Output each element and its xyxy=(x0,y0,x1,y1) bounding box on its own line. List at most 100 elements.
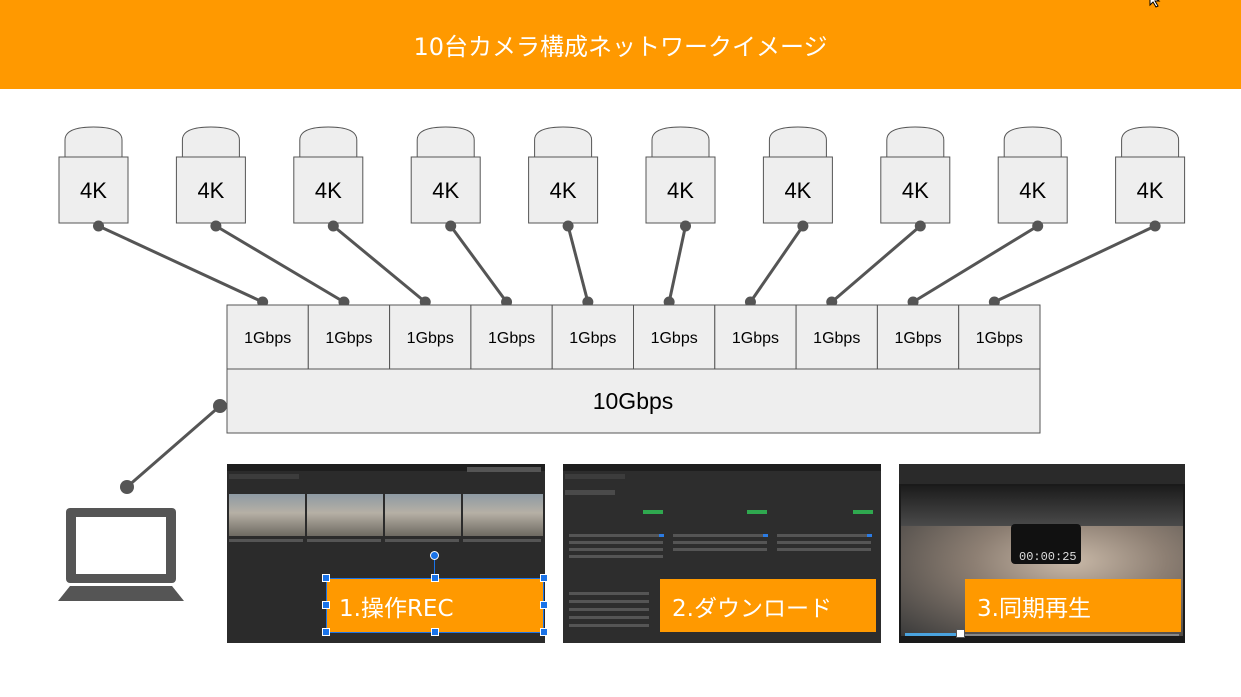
port-cell xyxy=(633,304,716,370)
resize-handle-bottom[interactable] xyxy=(431,628,439,636)
link-dot-camera xyxy=(1032,220,1044,232)
camera-body xyxy=(997,156,1068,224)
link-line xyxy=(215,224,345,304)
player-titlebar xyxy=(899,464,1185,484)
camera-lens-cap xyxy=(768,126,827,158)
port-label: 1Gbps xyxy=(651,330,698,347)
resize-handle-top-right[interactable] xyxy=(540,574,548,582)
download-icon xyxy=(763,534,768,537)
port-cell xyxy=(307,304,391,370)
camera-link-1 xyxy=(93,220,269,308)
camera-body xyxy=(175,156,246,224)
phone-in-video xyxy=(1011,524,1081,564)
port-label: 1Gbps xyxy=(976,330,1023,347)
port-cell xyxy=(876,304,960,370)
resize-handle-bottom-right[interactable] xyxy=(540,628,548,636)
status-badge xyxy=(747,510,767,514)
file-row xyxy=(569,541,663,544)
port-cell xyxy=(551,304,635,370)
selection-frame xyxy=(326,578,544,633)
camera-label: 4K xyxy=(667,178,694,203)
camera-lens-cap xyxy=(534,126,593,158)
progress-slider-handle[interactable] xyxy=(955,629,965,638)
link-line xyxy=(667,225,687,303)
resize-handle-bottom-left[interactable] xyxy=(322,628,330,636)
resize-handle-left[interactable] xyxy=(322,601,330,609)
link-dot-camera xyxy=(914,220,926,232)
camera-link-8 xyxy=(826,220,926,308)
port-8: 1Gbps xyxy=(795,304,878,370)
camera-label: 4K xyxy=(550,178,577,203)
camera-lens-cap xyxy=(651,126,710,158)
camera-link-2 xyxy=(210,220,350,308)
video-preview-4 xyxy=(463,494,543,536)
camera-lens-cap xyxy=(886,126,945,158)
port-label: 1Gbps xyxy=(488,330,535,347)
window-titlebar xyxy=(227,464,545,471)
camera-link-6 xyxy=(663,220,691,308)
file-row xyxy=(569,555,663,558)
camera-link-4 xyxy=(445,220,513,308)
resize-handle-right[interactable] xyxy=(540,601,548,609)
camera-link-3 xyxy=(327,220,431,308)
port-label: 1Gbps xyxy=(732,330,779,347)
link-dot-camera xyxy=(1149,220,1161,232)
computer-link xyxy=(58,399,227,601)
video-preview-2 xyxy=(307,494,383,536)
link-dot-camera xyxy=(210,220,222,232)
download-icon xyxy=(659,534,664,537)
window-titlebar xyxy=(563,464,881,471)
file-row xyxy=(569,624,649,627)
camera-info-row xyxy=(229,539,303,542)
resize-handle-top[interactable] xyxy=(431,574,439,582)
rotation-handle[interactable] xyxy=(430,551,439,560)
camera-10: 4K xyxy=(1115,126,1186,224)
link-line xyxy=(566,225,590,303)
label-download[interactable]: 2.ダウンロード xyxy=(660,579,876,632)
link-dot-camera xyxy=(327,220,339,232)
camera-4: 4K xyxy=(410,126,481,224)
camera-link-9 xyxy=(907,220,1044,308)
camera-info-row xyxy=(463,539,541,542)
progress-fill xyxy=(905,633,960,636)
file-manager-heading xyxy=(565,490,615,495)
app-toolbar xyxy=(229,474,299,479)
file-row xyxy=(777,548,871,551)
camera-5: 4K xyxy=(528,126,599,224)
link-dot-camera xyxy=(680,220,691,232)
label-operation-rec[interactable]: 1.操作REC xyxy=(327,579,543,632)
camera-label: 4K xyxy=(1019,178,1046,203)
toolbar-buttons xyxy=(467,467,541,472)
link-line xyxy=(332,224,427,304)
label-sync-playback[interactable]: 3.同期再生 xyxy=(965,579,1181,632)
label-operation-rec-text: 1.操作REC xyxy=(339,595,454,622)
file-row xyxy=(569,608,649,611)
camera-body xyxy=(293,156,364,224)
camera-6: 4K xyxy=(645,126,716,224)
timer-readout: 00:00:25 xyxy=(1019,550,1077,564)
link-line xyxy=(449,225,508,303)
camera-body xyxy=(528,156,599,224)
camera-body xyxy=(410,156,481,224)
file-row xyxy=(673,548,767,551)
camera-info-row xyxy=(307,539,381,542)
camera-label: 4K xyxy=(80,178,107,203)
camera-body xyxy=(58,156,129,224)
camera-lens-cap xyxy=(181,126,240,158)
port-label: 1Gbps xyxy=(894,330,941,347)
camera-label: 4K xyxy=(784,178,811,203)
app-toolbar xyxy=(565,474,625,479)
camera-label: 4K xyxy=(315,178,342,203)
switch-label: 10Gbps xyxy=(593,388,674,414)
camera-2: 4K xyxy=(175,126,246,224)
label-download-text: 2.ダウンロード xyxy=(672,595,832,622)
progress-track[interactable] xyxy=(905,634,1179,636)
playback-video-ceiling xyxy=(901,486,1183,526)
file-row xyxy=(569,548,663,551)
link-line xyxy=(97,224,264,304)
resize-handle-top-left[interactable] xyxy=(322,574,330,582)
header-bar: 10台カメラ構成ネットワークイメージ xyxy=(0,0,1241,89)
link-dot-camera xyxy=(93,220,104,232)
